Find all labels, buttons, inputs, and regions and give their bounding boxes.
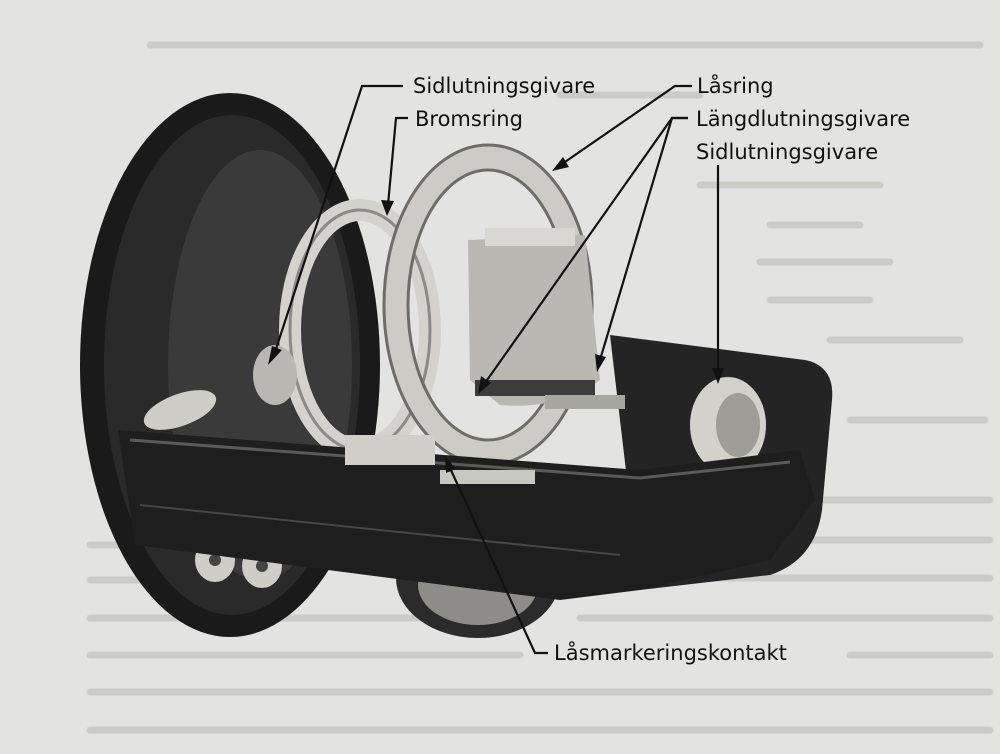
chassis-tray <box>118 430 815 600</box>
callout-labels: Sidlutningsgivare Bromsring Låsring Läng… <box>413 73 910 665</box>
gyro-apparatus <box>80 93 833 638</box>
label-bromsring: Bromsring <box>415 107 523 131</box>
gyro-body <box>468 235 600 406</box>
front-cylinder <box>143 390 217 430</box>
label-langdlutningsgivare: Längdlutningsgivare <box>696 107 910 131</box>
label-sidlutningsgivare-left: Sidlutningsgivare <box>413 74 595 98</box>
label-lasmarkeringskontakt: Låsmarkeringskontakt <box>554 640 787 665</box>
label-lasring: Låsring <box>697 73 774 98</box>
side-tilt-sensor-left <box>253 345 297 405</box>
label-sidlutningsgivare-right: Sidlutningsgivare <box>696 140 878 164</box>
leader-lines <box>268 84 724 655</box>
